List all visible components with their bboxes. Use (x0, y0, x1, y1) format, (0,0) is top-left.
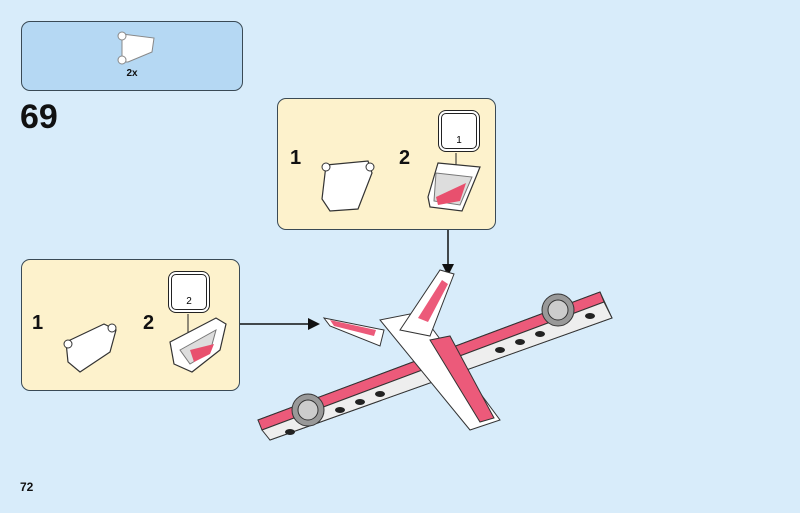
stickered-flag-part-icon (427, 153, 481, 212)
engine-right (541, 293, 575, 327)
flag-part-icon (321, 160, 375, 212)
sub-assembly-callout-left: 1 2 2 (21, 259, 240, 391)
substep-number: 2 (399, 147, 411, 169)
parts-list-box: 2x (21, 21, 243, 91)
sticker-icon: 1 (441, 113, 477, 149)
substep-number: 2 (143, 312, 155, 334)
sticker-icon: 2 (171, 274, 207, 310)
part-quantity: 2x (126, 68, 138, 79)
substep-number: 1 (32, 312, 44, 334)
page-number: 72 (20, 480, 34, 494)
sticker-number: 1 (456, 135, 462, 146)
stickered-flag-part-icon (169, 314, 227, 373)
flag-part-icon (63, 323, 117, 373)
sub-assembly-callout-top: 1 2 1 (277, 98, 496, 230)
engine-left (291, 393, 325, 427)
sticker-number: 2 (186, 296, 192, 307)
flag-part-icon (117, 31, 155, 65)
substep-number: 1 (290, 147, 302, 169)
step-number: 69 (20, 98, 58, 136)
